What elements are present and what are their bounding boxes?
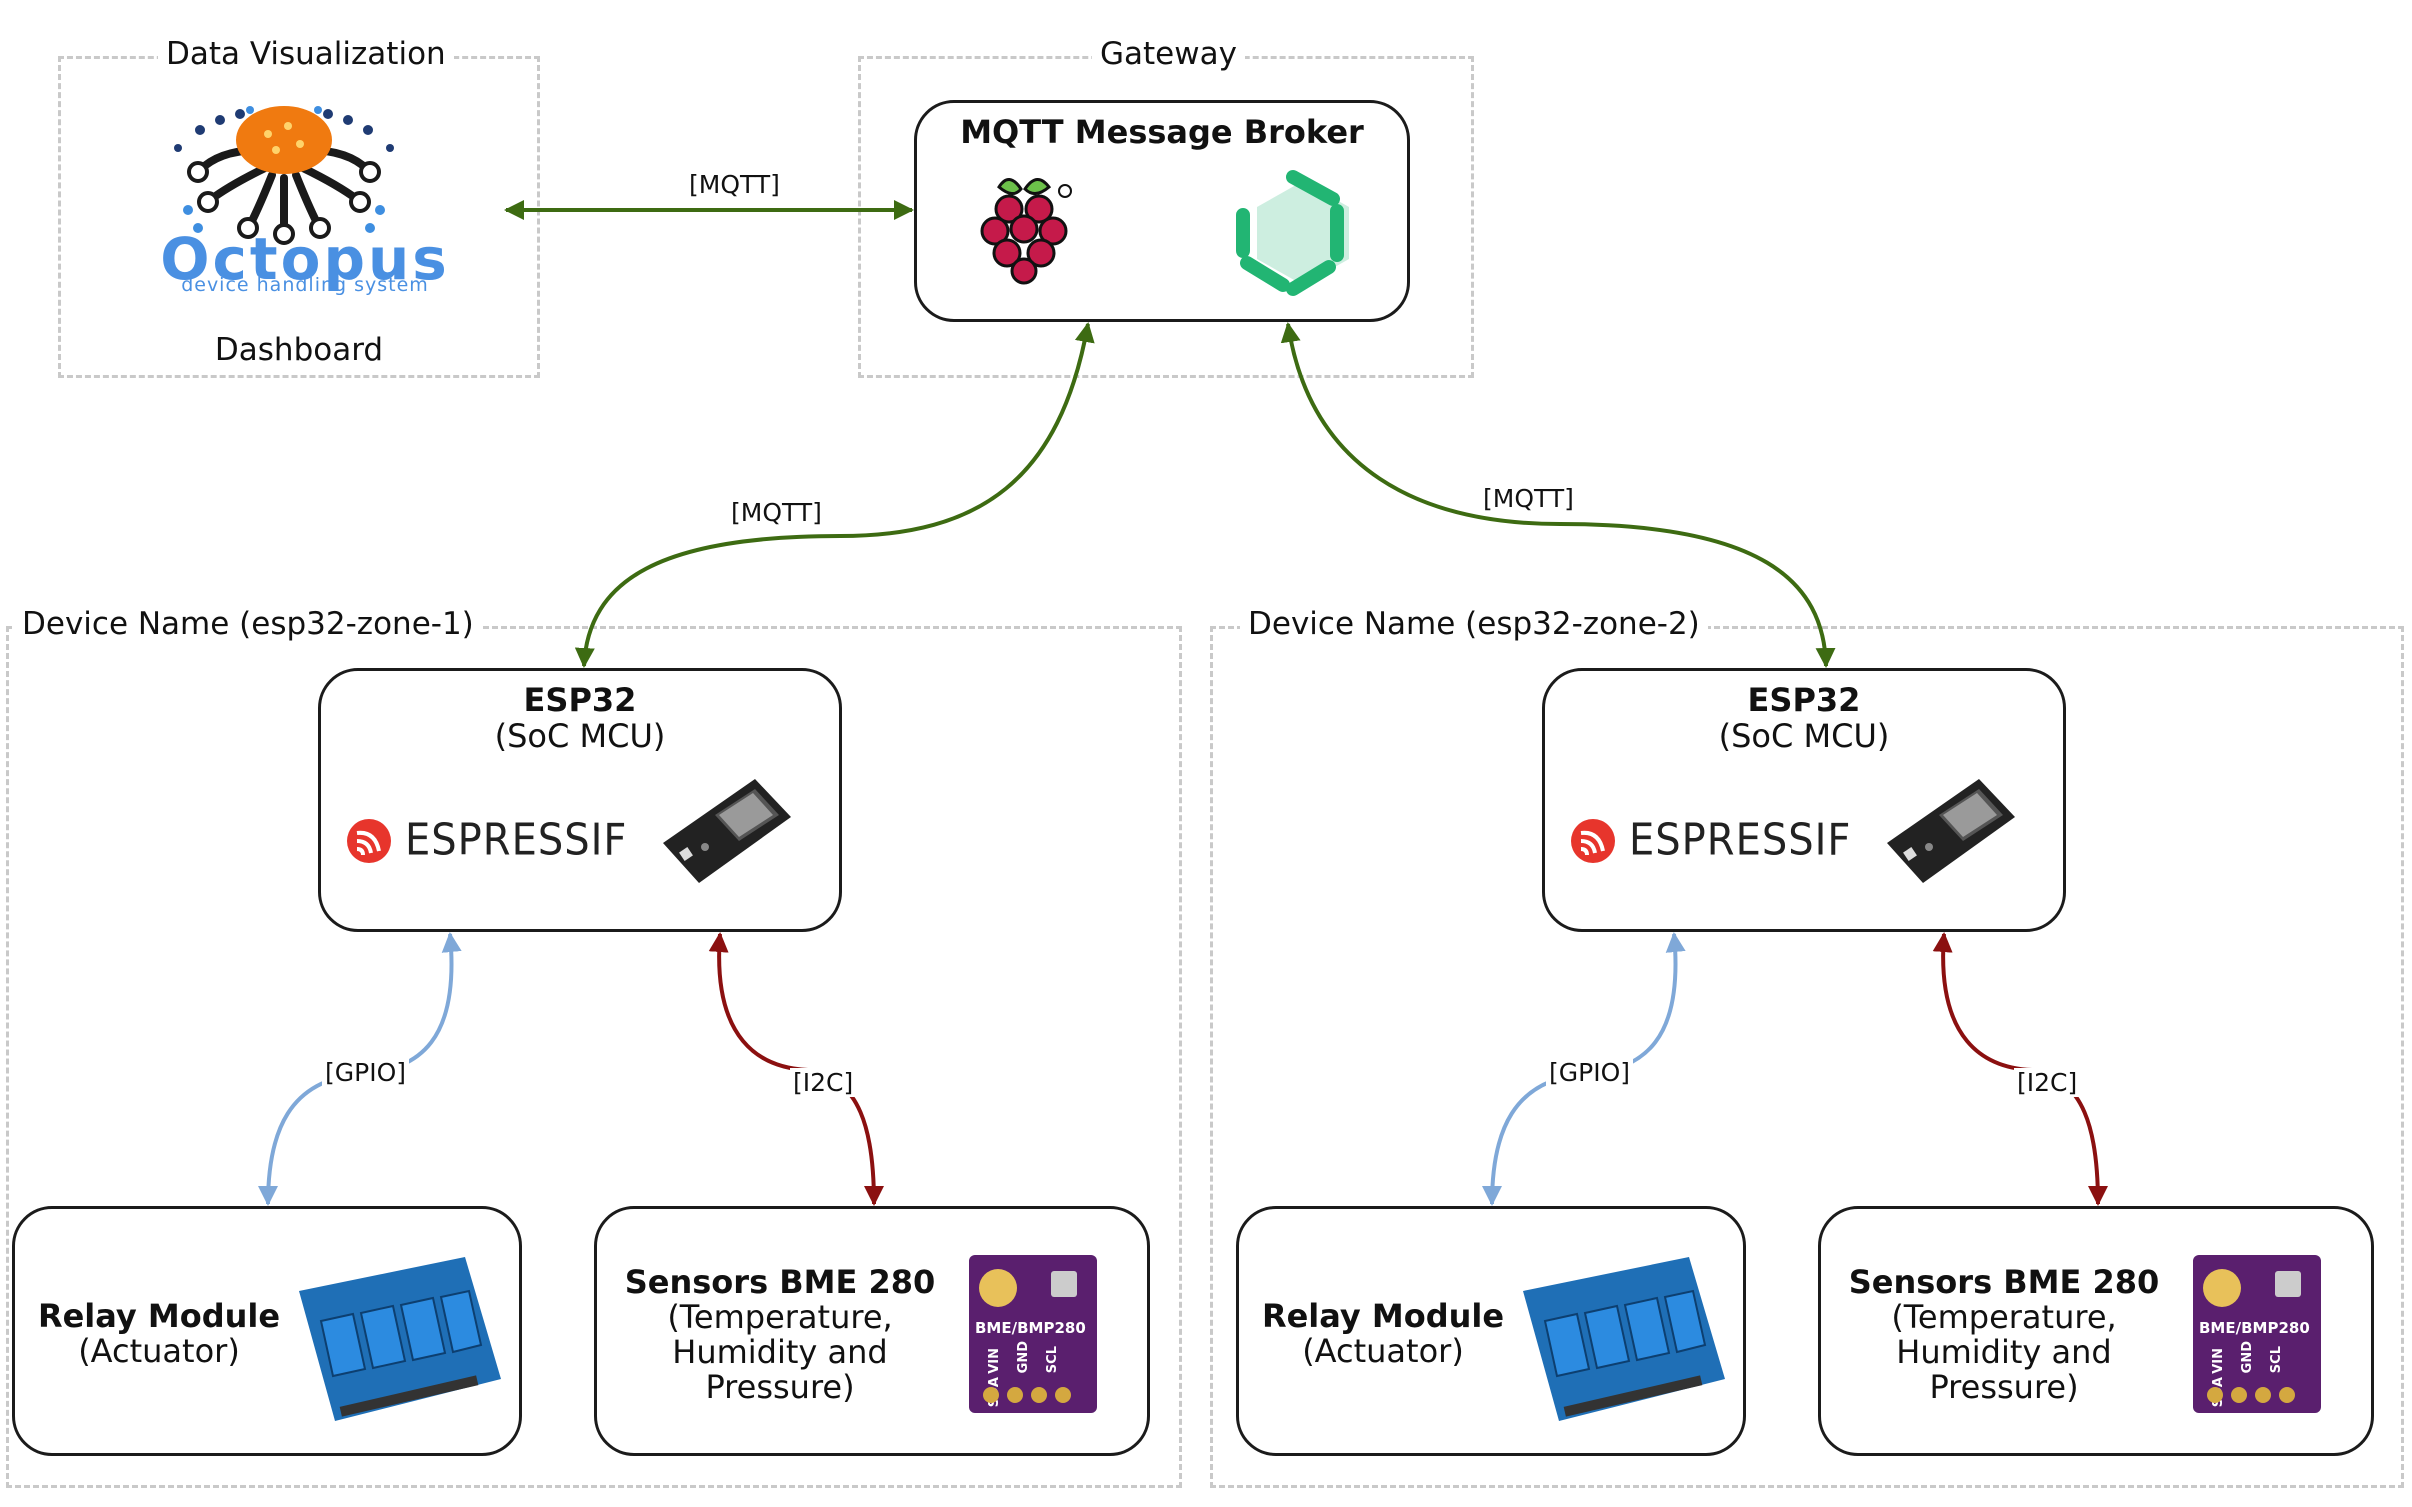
- raspberry-pi-icon: [980, 178, 1072, 285]
- edge-broker-esp1: [574, 322, 1095, 668]
- esp32-title: ESP32: [523, 681, 637, 719]
- octopus-logo-tagline: device handling system: [181, 274, 429, 296]
- esp32-board-icon: [1887, 779, 2015, 883]
- sensor-line2: Humidity and: [672, 1333, 888, 1371]
- sensor-title: Sensors BME 280: [1848, 1263, 2160, 1301]
- octopus-logo-icon: [174, 106, 394, 245]
- sensor-line1: (Temperature,: [1891, 1298, 2117, 1336]
- bme280-board-icon: BME/BMP280 VIN GND SCL SDA: [969, 1255, 1097, 1413]
- broker-title: MQTT Message Broker: [960, 113, 1364, 151]
- relay-board-icon: [1523, 1257, 1725, 1421]
- sensor-bme280-node-zone1: Sensors BME 280 (Temperature, Humidity a…: [594, 1206, 1150, 1456]
- sensor-text: Sensors BME 280 (Temperature, Humidity a…: [1841, 1265, 2167, 1405]
- edge-label-mqtt-dashboard: [MQTT]: [686, 170, 783, 199]
- esp32-subtitle: (SoC MCU): [494, 717, 666, 755]
- edge-label-gpio-zone1: [GPIO]: [322, 1058, 410, 1087]
- sensor-bme280-node-zone2: Sensors BME 280 (Temperature, Humidity a…: [1818, 1206, 2374, 1456]
- edge-label-mqtt-esp2: [MQTT]: [1480, 484, 1577, 513]
- gateway-label: Gateway: [1092, 36, 1245, 72]
- edge-label-i2c-zone1: [I2C]: [790, 1068, 857, 1097]
- sensor-chip-icon: [2275, 1271, 2301, 1297]
- edge-label-mqtt-esp1: [MQTT]: [728, 498, 825, 527]
- relay-subtitle: (Actuator): [1302, 1332, 1464, 1370]
- relay-module-node-zone2: Relay Module (Actuator): [1236, 1206, 1746, 1456]
- relay-subtitle: (Actuator): [78, 1332, 240, 1370]
- relay-text: Relay Module (Actuator): [1253, 1299, 1513, 1369]
- relay-board-icon: [299, 1257, 501, 1421]
- relay-title: Relay Module: [1261, 1297, 1505, 1335]
- board-label: BME/BMP280: [2199, 1319, 2310, 1337]
- bme280-board-icon: BME/BMP280 VIN GND SCL SDA: [2193, 1255, 2321, 1413]
- emqx-broker-icon: [1236, 170, 1349, 296]
- relay-title: Relay Module: [37, 1297, 281, 1335]
- esp32-subtitle: (SoC MCU): [1718, 717, 1890, 755]
- board-label: BME/BMP280: [975, 1319, 1086, 1337]
- espressif-wordmark: ESPRESSIF: [1629, 814, 1852, 866]
- sensor-line3: Pressure): [705, 1368, 855, 1406]
- data-visualization-label: Data Visualization: [158, 36, 454, 72]
- edge-broker-esp2: [1280, 322, 1836, 668]
- dashboard-node: Octopus device handling system: [100, 90, 510, 330]
- esp32-node-zone2: ESP32 (SoC MCU) ESPRESSIF: [1542, 668, 2066, 932]
- relay-module-node-zone1: Relay Module (Actuator): [12, 1206, 522, 1456]
- espressif-wordmark: ESPRESSIF: [405, 814, 628, 866]
- relay-text: Relay Module (Actuator): [29, 1299, 289, 1369]
- zone1-label: Device Name (esp32-zone-1): [14, 606, 482, 642]
- sensor-circle-icon: [979, 1269, 1017, 1307]
- esp32-board-icon: [663, 779, 791, 883]
- octopus-logo-name: Octopus: [160, 225, 450, 293]
- esp32-node-zone1: ESP32 (SoC MCU) ESPRESSIF: [318, 668, 842, 932]
- espressif-logo-icon: [347, 819, 391, 863]
- sensor-line1: (Temperature,: [667, 1298, 893, 1336]
- sensor-line2: Humidity and: [1896, 1333, 2112, 1371]
- sensor-line3: Pressure): [1929, 1368, 2079, 1406]
- pin-holes: [2207, 1387, 2295, 1407]
- mqtt-broker-node: MQTT Message Broker: [914, 100, 1410, 322]
- sensor-chip-icon: [1051, 1271, 1077, 1297]
- dashboard-caption: Dashboard: [214, 332, 384, 368]
- pin-holes: [983, 1387, 1071, 1407]
- edge-label-i2c-zone2: [I2C]: [2014, 1068, 2081, 1097]
- sensor-text: Sensors BME 280 (Temperature, Humidity a…: [617, 1265, 943, 1405]
- espressif-logo-icon: [1571, 819, 1615, 863]
- sensor-circle-icon: [2203, 1269, 2241, 1307]
- edge-label-gpio-zone2: [GPIO]: [1546, 1058, 1634, 1087]
- esp32-title: ESP32: [1747, 681, 1861, 719]
- sensor-title: Sensors BME 280: [624, 1263, 936, 1301]
